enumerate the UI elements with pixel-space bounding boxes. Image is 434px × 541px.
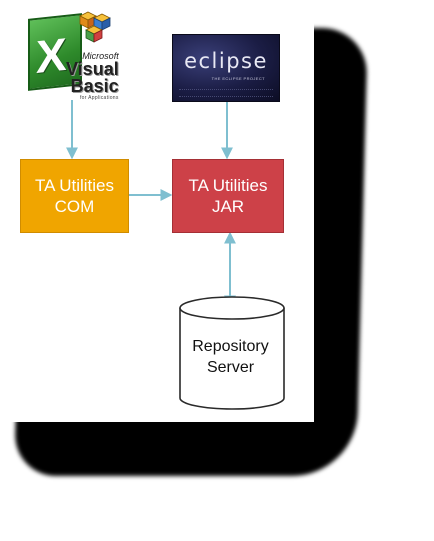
com-box-line1: TA Utilities [34, 176, 115, 195]
eclipse-fineprint [179, 89, 273, 97]
visual-basic-logo: X Microsoft Visual Basic for Application… [26, 10, 122, 102]
eclipse-subtitle: THE ECLIPSE PROJECT [211, 76, 265, 81]
vb-cubes-icon [79, 11, 111, 43]
vb-wordmark: Microsoft Visual Basic for Applications [66, 51, 119, 102]
jar-box-line1: TA Utilities [188, 176, 268, 195]
vb-visual-label: Visual [66, 59, 119, 79]
vb-applications-label: for Applications [79, 95, 119, 101]
vb-basic-label: Basic [70, 76, 119, 96]
ta-utilities-com-box: TA Utilities COM [20, 159, 129, 233]
repository-server-label: Repository Server [178, 336, 283, 378]
excel-x-letter: X [36, 27, 67, 83]
com-box-line2: COM [54, 197, 95, 216]
repository-server-cylinder [179, 296, 285, 410]
vb-microsoft-label: Microsoft [82, 51, 119, 61]
repository-line1: Repository [192, 338, 269, 355]
eclipse-wordmark: eclipse [184, 49, 268, 73]
ta-utilities-jar-box: TA Utilities JAR [172, 159, 284, 233]
repository-line2: Server [206, 359, 255, 376]
eclipse-logo: eclipse THE ECLIPSE PROJECT [172, 34, 280, 102]
jar-box-line2: JAR [211, 197, 245, 216]
